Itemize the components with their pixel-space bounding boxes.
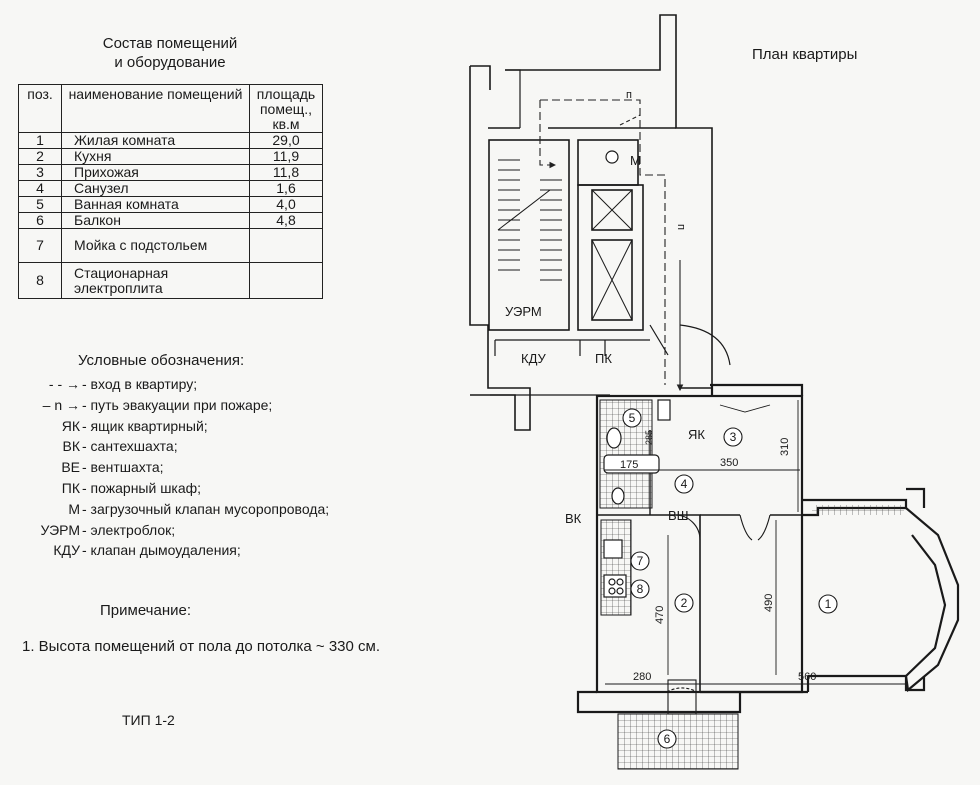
legend-text: - загрузочный клапан мусоропровода; [82, 500, 330, 517]
room-numbers: 1 2 3 4 5 6 7 8 [629, 411, 832, 746]
room-marker-3 [723, 427, 743, 447]
legend-symbol: ВК [62, 438, 81, 455]
legend-text: - сантехшахта; [82, 438, 178, 455]
dimension-label: 310 [779, 438, 791, 456]
type-label: ТИП 1-2 [122, 712, 175, 728]
room-number: 8 [637, 582, 644, 596]
note-text: 1. Высота помещений от пола до потолка ~… [22, 638, 381, 655]
legend-symbol: М [68, 500, 80, 517]
room-marker-8 [630, 579, 650, 599]
dimension-lines [604, 400, 905, 685]
balcony-tiles [617, 713, 739, 770]
room-marker-1 [818, 594, 838, 614]
room-marker-6 [657, 729, 677, 749]
kitchen-tiles [600, 519, 632, 616]
legend-symbol: ПК [61, 479, 80, 496]
room-markers [622, 408, 838, 749]
legend-symbol: КДУ [53, 542, 80, 559]
row-name: Мойка с подстольем [61, 228, 250, 263]
room-marker-2 [674, 593, 694, 613]
legend-symbol: ВЕ [61, 459, 80, 476]
label-yak: ЯК [688, 427, 705, 442]
header-pos: поз. [18, 84, 62, 133]
legend-text: - электроблок; [82, 521, 176, 538]
label-vsh: ВШ [668, 508, 689, 523]
row-name: Кухня [61, 148, 250, 165]
dimension-label: 560 [798, 671, 816, 683]
sink-icon [606, 427, 622, 449]
dimension-label: 490 [763, 594, 775, 612]
legend-title: Условные обозначения: [78, 352, 245, 369]
row-pos: 8 [18, 262, 62, 299]
label-m: М [630, 153, 641, 168]
stove-icon [603, 574, 627, 598]
label-pk: ПК [595, 351, 612, 366]
plan-labels: ЯК ВК ВШ М УЭРМ КДУ ПК п п [505, 89, 705, 526]
legend-symbol: УЭРМ [40, 521, 81, 538]
legend-text: - вентшахта; [82, 459, 164, 476]
dimension-label: 285 [644, 430, 654, 445]
table-row: 2 Кухня 11,9 [18, 148, 323, 165]
legend-symbol: - - → [48, 376, 80, 392]
room-number: 3 [730, 430, 737, 444]
row-name: Ванная комната [61, 196, 250, 213]
room-marker-5 [622, 408, 642, 428]
table-row: 3 Прихожая 11,8 [18, 164, 323, 181]
evacuation-path [539, 99, 684, 392]
table-row: 4 Санузел 1,6 [18, 180, 323, 197]
room-number: 2 [681, 596, 688, 610]
table-row: 7 Мойка с подстольем [18, 228, 323, 263]
label-evac-n: п [626, 89, 632, 101]
room-number: 7 [637, 554, 644, 568]
row-area: 11,9 [249, 148, 323, 165]
wall-hatch [812, 505, 904, 515]
room-marker-7 [630, 551, 650, 571]
rooms-table: поз. наименование помещений площадь поме… [18, 84, 323, 299]
label-evac-n: п [675, 224, 687, 230]
room-number: 6 [664, 732, 671, 746]
label-vk: ВК [565, 511, 582, 526]
row-area [249, 262, 323, 299]
row-name: Стационарная электроплита [61, 262, 250, 299]
dimension-label: 175 [620, 459, 638, 471]
note-title: Примечание: [100, 602, 191, 619]
row-area: 4,8 [249, 212, 323, 229]
fixtures [603, 150, 671, 598]
dimension-label: 280 [633, 671, 651, 683]
row-pos: 7 [18, 228, 62, 263]
legend-text: - пожарный шкаф; [82, 479, 202, 496]
dimension-label: 470 [654, 606, 666, 624]
header-area: площадь помещ., кв.м [249, 84, 323, 133]
legend-symbol: ЯК [61, 417, 80, 434]
legend-text: - вход в квартиру; [82, 376, 198, 392]
room-marker-4 [674, 474, 694, 494]
room-number: 1 [825, 597, 832, 611]
doors [666, 514, 771, 715]
kitchen-sink-icon [603, 539, 623, 559]
stair-core [469, 14, 731, 431]
label-kdu: КДУ [521, 351, 547, 366]
legend-text: - путь эвакуации при пожаре; [82, 396, 273, 413]
table-title-line2: и оборудование [114, 54, 226, 71]
bathtub-icon [603, 454, 660, 474]
room-number: 5 [629, 411, 636, 425]
garbage-chute-icon [605, 150, 619, 164]
table-header-row: поз. наименование помещений площадь поме… [18, 84, 323, 133]
dimension-label: 350 [720, 457, 738, 469]
toilet-icon [611, 487, 625, 505]
table-row: 8 Стационарная электроплита [18, 262, 323, 299]
apartment-box-icon [657, 399, 671, 421]
legend-text: - клапан дымоудаления; [82, 542, 241, 559]
dimension-labels: 350 310 175 285 490 470 280 560 [620, 430, 816, 683]
table-title-line1: Состав помещений [102, 35, 238, 52]
legend-symbol: – n → [42, 396, 80, 413]
plan-title: План квартиры [752, 46, 858, 63]
legend-text: - ящик квартирный; [82, 417, 208, 434]
room-number: 4 [681, 477, 688, 491]
label-uerm: УЭРМ [505, 304, 542, 319]
table-title: Состав помещений и оборудование [60, 34, 280, 72]
